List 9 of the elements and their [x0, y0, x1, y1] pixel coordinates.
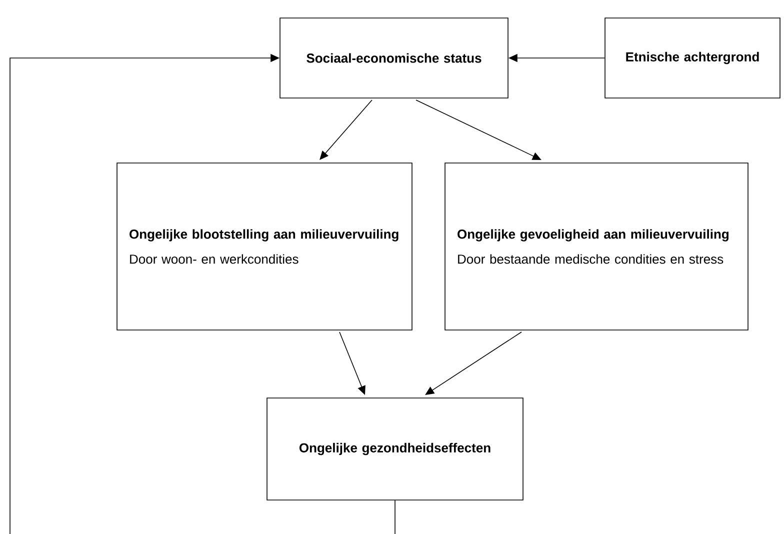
arrow [10, 54, 396, 534]
arrow [425, 332, 522, 395]
arrow [320, 100, 372, 160]
arrow [416, 100, 542, 160]
process-box: Ongelijke gezondheidseffecten [266, 398, 524, 500]
process-box: Sociaal-economische status [280, 18, 508, 98]
process-box: Ongelijke gevoeligheid aan milieuvervuiling Door bestaande medische condities en stress [444, 162, 748, 330]
process-box: Ongelijke blootstelling aan milieuvervuiling Door woon- en werkcondities [116, 162, 412, 330]
process-box: Etnische achtergrond [604, 18, 780, 98]
